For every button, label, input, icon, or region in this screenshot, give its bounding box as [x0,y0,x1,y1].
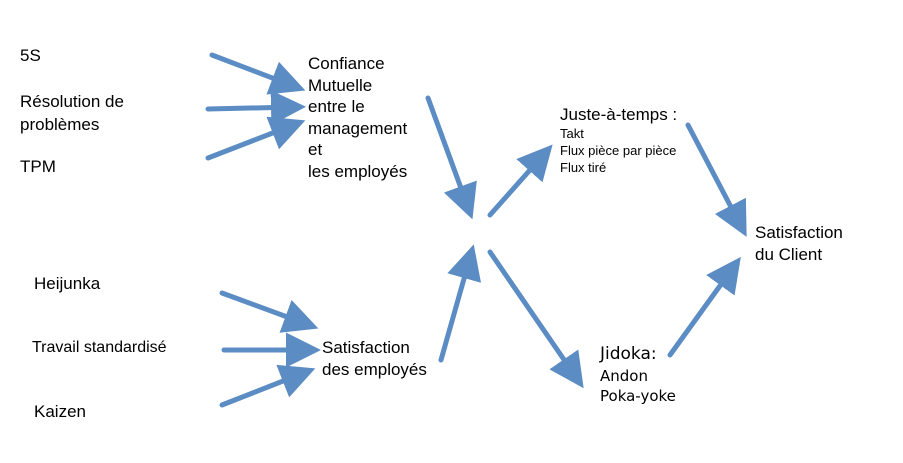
input-resolution-line1: Résolution de [20,92,124,111]
jidoka-title: Jidoka: [600,344,657,364]
trust-line6: les employés [308,161,408,181]
input-resolution-problemes: Résolution de problèmes [20,90,124,136]
jidoka-block: Jidoka: Andon Poka-yoke [600,342,676,406]
client-satisfaction-line1: Satisfaction [755,223,843,242]
trust-line4: management [308,118,408,138]
input-resolution-line2: problèmes [20,115,100,134]
input-travail-standardise: Travail standardisé [32,339,167,356]
arrow-center-to-jidoka [487,249,584,389]
employee-satisfaction-block: Satisfaction des employés [322,337,427,381]
jit-block: Juste-à-temps : Takt Flux pièce par pièc… [560,104,677,176]
arrow-jidoka-to-client [667,256,741,358]
arrow-tpm-to-trust [205,116,306,161]
employee-satisfaction-line2: des employés [322,360,427,379]
arrow-satisfaction-to-center [438,244,482,363]
trust-line1: Confiance [308,54,385,73]
input-tpm: TPM [20,157,56,176]
employee-satisfaction-line1: Satisfaction [322,338,410,357]
jidoka-item-andon: Andon [600,367,648,385]
jit-item-flux-piece: Flux pièce par pièce [560,143,677,158]
input-5s: 5S [20,46,41,65]
jit-title: Juste-à-temps : [560,105,678,124]
arrow-5s-to-trust [209,52,306,95]
client-satisfaction-line2: du Client [755,245,823,264]
input-kaizen: Kaizen [34,402,86,421]
jit-item-takt: Takt [560,126,584,141]
trust-block: Confiance Mutuelle entre le management e… [308,53,407,182]
trust-line3: entre le [308,97,365,116]
input-heijunka: Heijunka [34,274,101,293]
arrow-kaizen-to-satisfaction [219,364,316,408]
arrow-trust-to-center [425,95,477,220]
arrow-resolution-to-trust [205,90,306,126]
arrow-jit-to-client [685,122,747,237]
jit-item-flux-tire: Flux tiré [560,160,607,175]
jidoka-item-poka-yoke: Poka-yoke [600,387,676,405]
trust-line5: et [308,140,323,159]
client-satisfaction-block: Satisfaction du Client [755,222,843,266]
arrow-heijunka-to-satisfaction [219,290,319,333]
trust-line2: Mutuelle [308,75,373,95]
arrow-center-to-jit [487,144,553,218]
